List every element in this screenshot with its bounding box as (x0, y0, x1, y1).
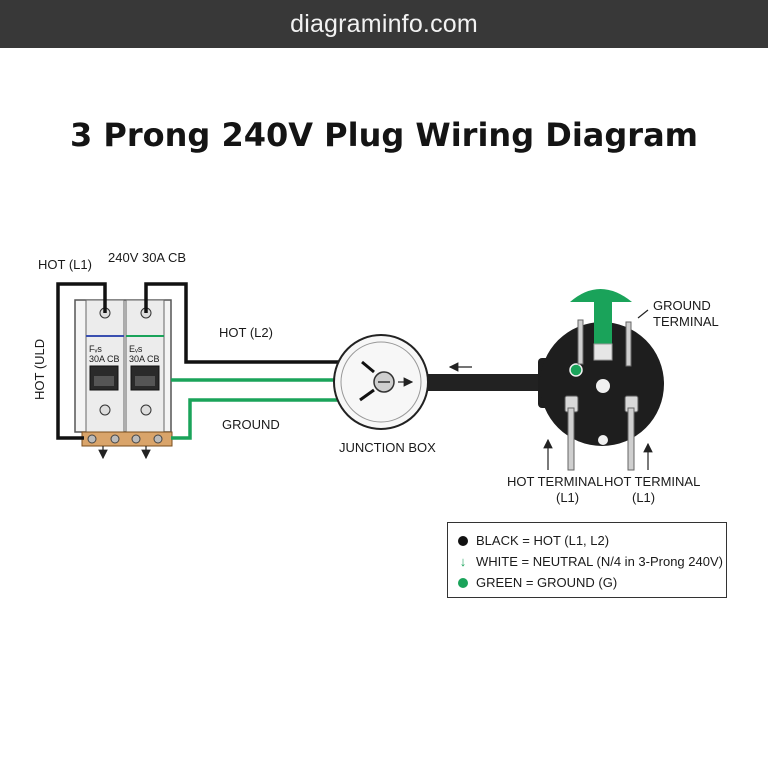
label-ground-terminal-2: TERMINAL (653, 314, 719, 329)
down-arrow-icon: ↓ (459, 554, 467, 569)
legend-text: GREEN = GROUND (G) (476, 575, 618, 590)
breaker-right-text-1: Eᵥs (129, 344, 143, 354)
legend: BLACK = HOT (L1, L2) ↓ WHITE = NEUTRAL (… (447, 522, 727, 598)
label-hot-terminal-right-1: HOT TERMINAL (604, 474, 700, 489)
green-dot-icon (458, 577, 468, 588)
page-title: 3 Prong 240V Plug Wiring Diagram (70, 116, 698, 154)
label-hot-terminal-left-2: (L1) (556, 490, 579, 505)
legend-text: BLACK = HOT (L1, L2) (476, 533, 610, 548)
circuit-breaker: Fᵥs 30A CB Eᵥs 30A CB (74, 299, 173, 460)
label-hot-l2: HOT (L2) (219, 325, 273, 340)
junction-box (333, 334, 429, 430)
plug-receptacle (538, 289, 664, 471)
label-hot-terminal-left-1: HOT TERMINAL (507, 474, 603, 489)
label-hot-side: HOT (ULD (32, 339, 47, 400)
label-ground: GROUND (222, 417, 280, 432)
site-header: diagraminfo.com (0, 0, 768, 48)
legend-row-green: GREEN = GROUND (G) (456, 572, 726, 593)
label-breaker-rating: 240V 30A CB (108, 250, 186, 265)
breaker-left-text-2: 30A CB (89, 354, 120, 364)
legend-row-black: BLACK = HOT (L1, L2) (456, 530, 726, 551)
label-hot-l1: HOT (L1) (38, 257, 92, 272)
breaker-right-text-2: 30A CB (129, 354, 160, 364)
wires (56, 282, 547, 440)
legend-row-white: ↓ WHITE = NEUTRAL (N/4 in 3-Prong 240V) (456, 551, 726, 572)
site-name[interactable]: diagraminfo.com (290, 9, 478, 38)
label-hot-terminal-right-2: (L1) (632, 490, 655, 505)
breaker-left-text-1: Fᵥs (89, 344, 102, 354)
black-dot-icon (458, 535, 468, 546)
legend-text: WHITE = NEUTRAL (N/4 in 3-Prong 240V) (476, 554, 723, 569)
label-junction-box: JUNCTION BOX (339, 440, 436, 455)
label-ground-terminal-1: GROUND (653, 298, 711, 313)
